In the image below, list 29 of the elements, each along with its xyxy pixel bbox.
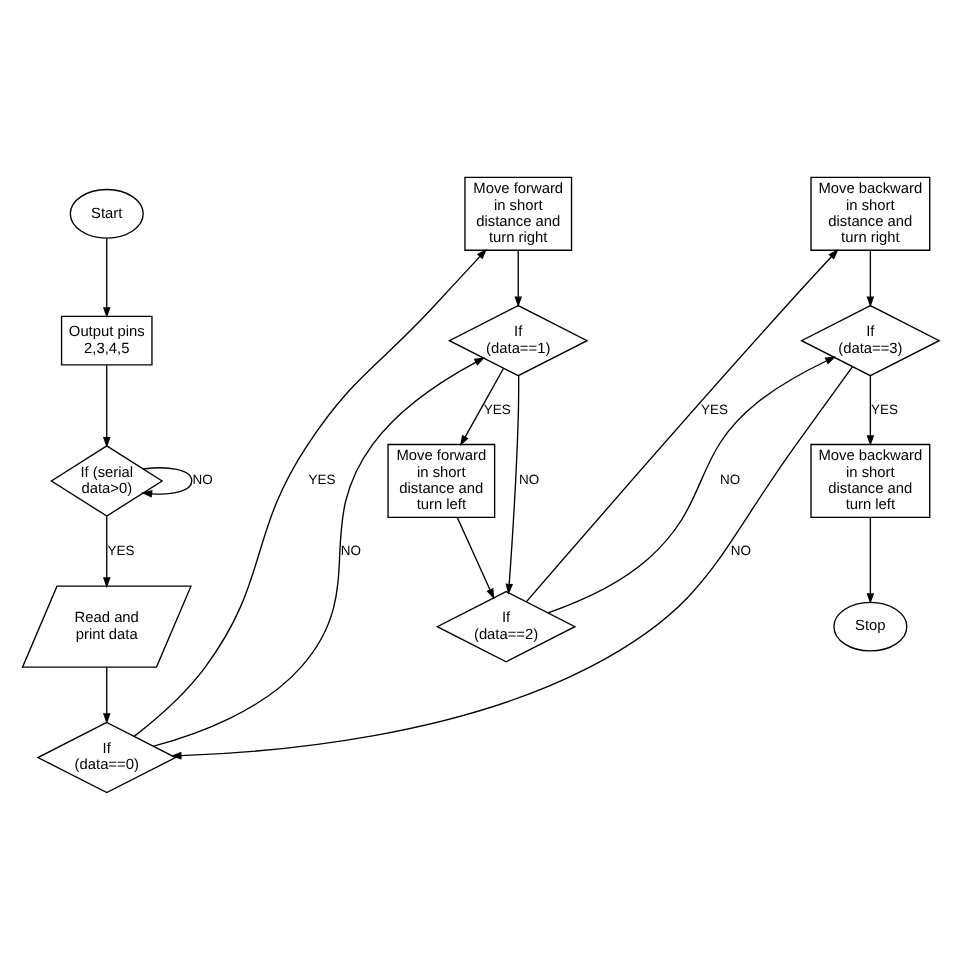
node-box: Move backward in short distance and turn left	[810, 443, 931, 519]
node-diamond: If (serial data>0)	[50, 445, 164, 517]
node-diamond: If (data==0)	[36, 721, 178, 794]
arrow	[141, 467, 193, 498]
arrow	[456, 516, 495, 600]
node-box: Move forward in short distance and turn right	[464, 176, 573, 251]
node-diamond: If (data==1)	[447, 304, 589, 377]
node-box: Move backward in short distance and turn right	[810, 176, 931, 251]
arrow	[102, 237, 111, 319]
arrow	[866, 375, 875, 447]
arrow	[170, 366, 854, 760]
node-box: Move forward in short distance and turn left	[387, 443, 496, 519]
arrow	[514, 249, 523, 308]
arrow	[153, 357, 486, 747]
node-box: Output pins 2,3,4,5	[60, 315, 153, 366]
arrow	[133, 248, 487, 737]
arrow	[102, 515, 111, 589]
arrow	[102, 666, 111, 725]
arrow	[460, 367, 505, 447]
node-ellipse: Stop	[833, 601, 908, 652]
node-ellipse: Start	[69, 188, 144, 239]
arrow	[866, 516, 875, 605]
arrow	[102, 364, 111, 448]
arrow	[525, 249, 839, 603]
arrow	[547, 356, 836, 614]
arrow	[505, 375, 520, 595]
node-diamond: If (data==2)	[435, 590, 577, 663]
node-diamond: If (data==3)	[800, 304, 941, 377]
arrow	[866, 249, 875, 308]
